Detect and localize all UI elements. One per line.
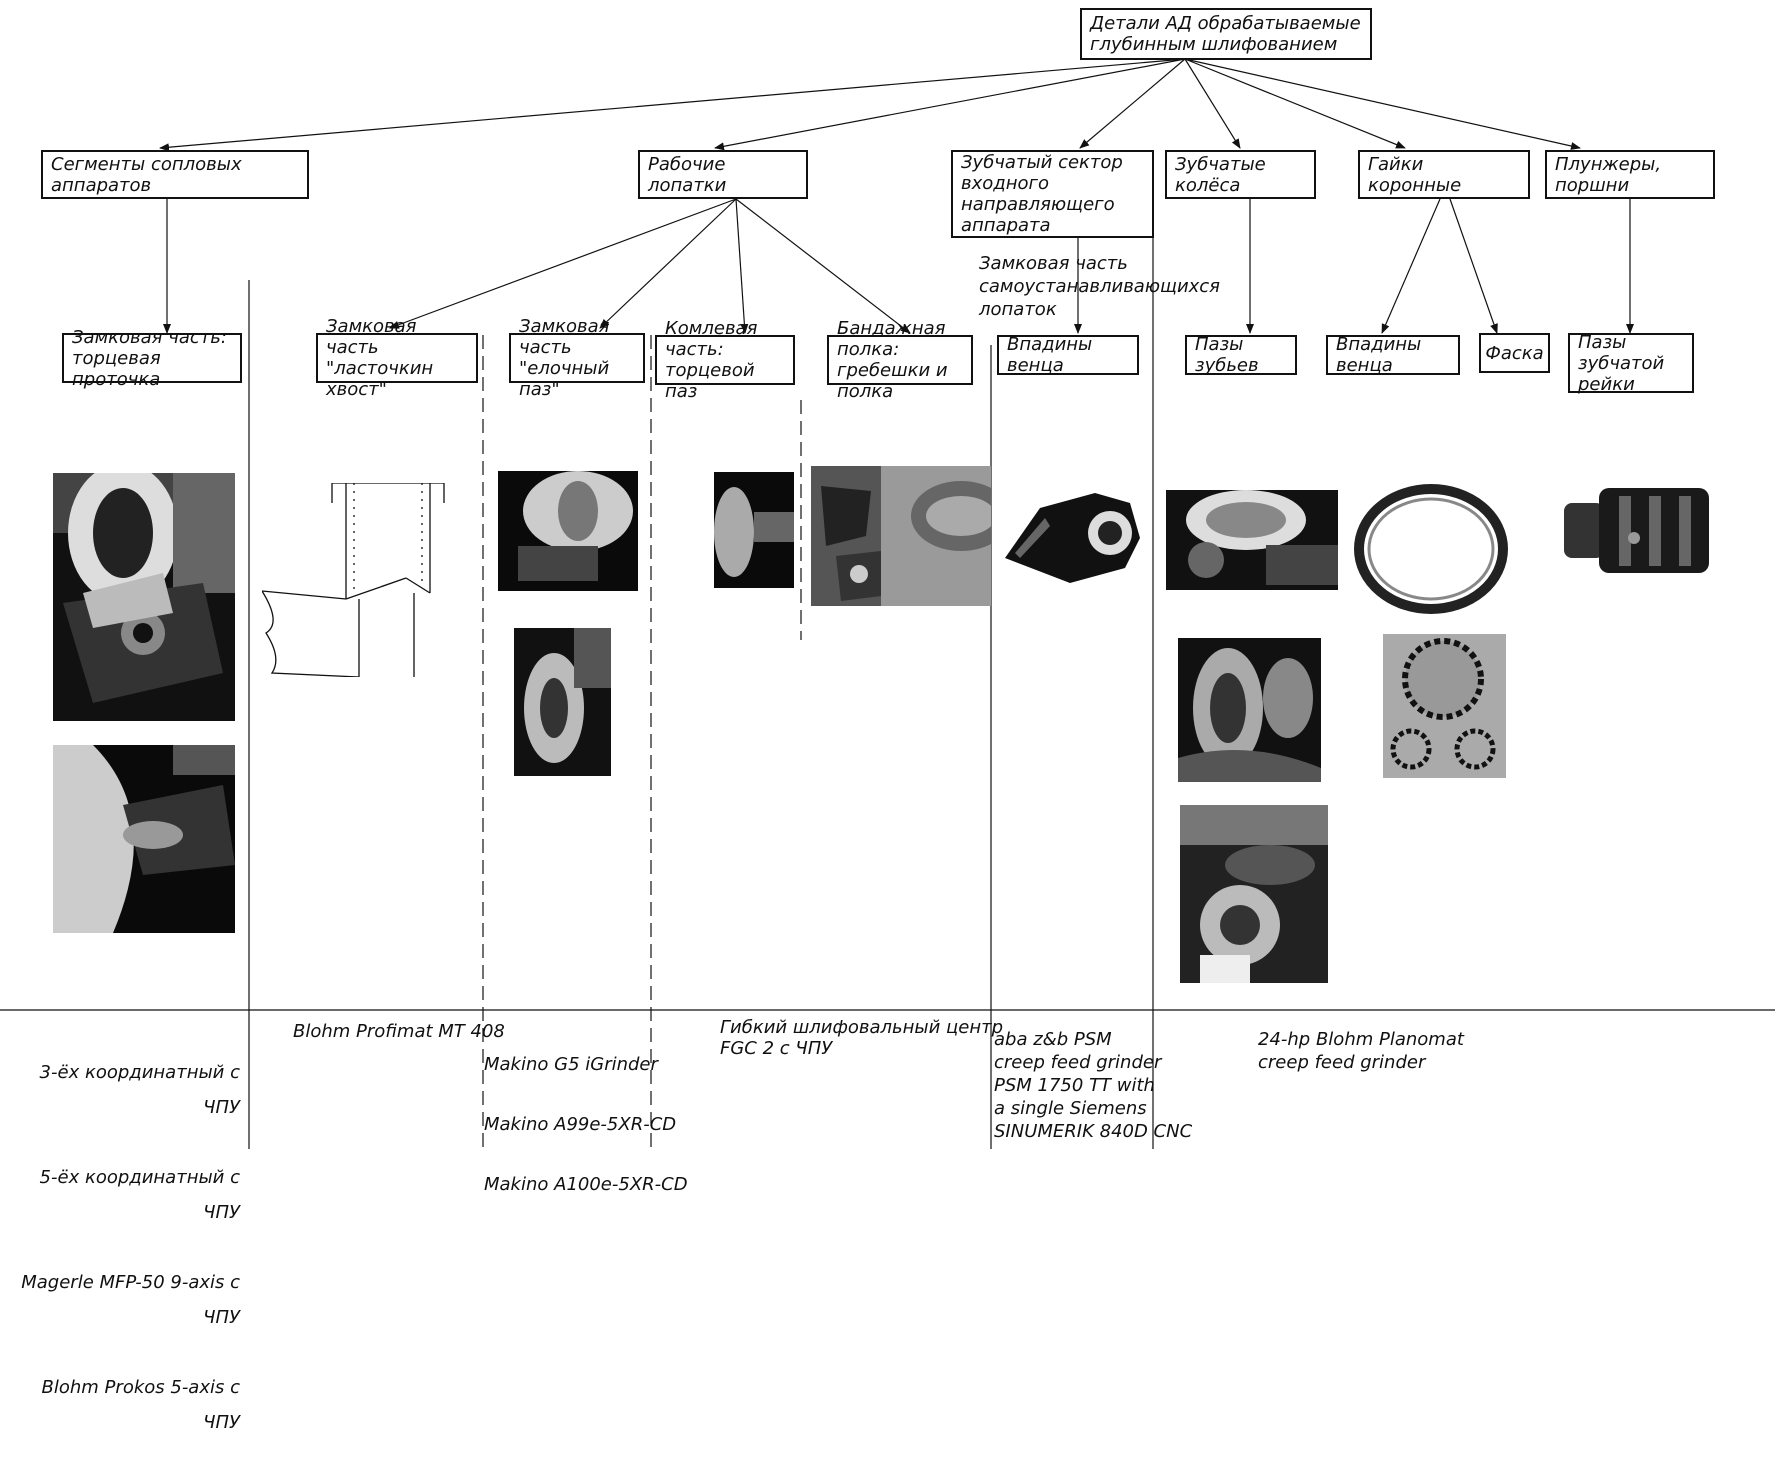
photo-gear-wheel-3 [1180,805,1328,983]
root-label: Детали АД обрабатываемые глубинным шлифо… [1090,13,1361,55]
note-self-aligning-blades: Замковая часть самоустанавливающихся лоп… [979,253,1221,320]
sub-chamfer: Фаска [1479,333,1550,373]
group-label: Зубчатый сектор входного направляющего а… [961,152,1123,236]
sub-tooth-slots: Пазы зубьев [1185,334,1297,376]
machine-fgc2: Гибкий шлифовальный центр FGC 2 с ЧПУ [720,1017,1004,1059]
machine-label: 5-ёх координатный с ЧПУ [39,1167,240,1223]
machines-col1: 3-ёх координатный с ЧПУ 5-ёх координатны… [12,1020,240,1475]
photo-nozzle-grinding-2 [53,745,235,933]
sub-label: Впадины венца [1336,334,1422,376]
sub-lock-fir-tree: Замковая часть "елочный паз" [509,316,645,400]
group-label: Рабочие лопатки [648,153,727,196]
sub-rack-slots: Пазы зубчатой рейки [1568,331,1694,395]
group-label: Плунжеры, поршни [1555,153,1662,196]
photo-gear-wheel-1 [1166,490,1338,590]
group-gear-wheels: Зубчатые колёса [1165,150,1316,199]
dovetail-drawing [261,482,458,678]
machine-aba-psm: aba z&b PSM creep feed grinder PSM 1750 … [994,1029,1193,1142]
sub-label: Комлевая часть: торцевой паз [665,318,758,402]
sub-label: Пазы зубчатой рейки [1578,331,1665,395]
sub-label: Пазы зубьев [1195,334,1259,376]
photo-fir-tree-2 [514,628,611,776]
group-plungers: Плунжеры, поршни [1545,150,1715,199]
machine-label: Makino A99e-5XR-CD [484,1114,677,1135]
photo-shroud-fins [811,466,991,606]
sub-rim-hollows-2: Впадины венца [1326,334,1460,376]
photo-root-slot [714,472,794,588]
photo-nozzle-grinding-1 [53,473,235,721]
machine-label: Magerle MFP-50 9-axis с ЧПУ [21,1272,240,1328]
machine-blohm-planomat: 24-hp Blohm Planomat creep feed grinder [1258,1029,1464,1073]
connector-lines [0,58,1775,1149]
machine-blohm-profimat: Blohm Profimat MT 408 [293,1021,505,1042]
sub-shroud-fins: Бандажная полка: гребешки и полка [827,318,973,402]
sub-label: Замковая часть "елочный паз" [519,316,610,400]
machine-label: 3-ёх координатный с ЧПУ [39,1062,240,1118]
group-label: Сегменты сопловых аппаратов [51,153,242,196]
sub-label: Бандажная полка: гребешки и полка [837,318,948,402]
machines-makino: Makino G5 iGrinder Makino A99e-5XR-CD Ma… [484,1020,688,1230]
sub-label: Впадины венца [1007,334,1093,376]
sub-lock-dovetail: Замковая часть "ласточкин хвост" [316,316,478,400]
photo-crown-nut-ring [1353,480,1509,618]
group-label: Зубчатые колёса [1175,153,1266,196]
group-gear-sector: Зубчатый сектор входного направляющего а… [951,150,1154,238]
group-working-blades: Рабочие лопатки [638,150,808,199]
sub-label: Замковая часть "ласточкин хвост" [326,316,434,400]
group-label: Гайки коронные [1368,153,1462,196]
photo-fir-tree-1 [498,471,638,591]
sub-rim-hollows-1: Впадины венца [997,334,1139,376]
photo-crown-nuts-set [1383,634,1506,778]
photo-plunger [1564,478,1714,588]
sub-label: Замковая часть: торцевая проточка [72,326,227,390]
root-box: Детали АД обрабатываемые глубинным шлифо… [1080,8,1372,60]
group-crown-nuts: Гайки коронные [1358,150,1530,199]
machine-label: Makino A100e-5XR-CD [484,1174,688,1195]
sub-label: Фаска [1485,342,1544,364]
photo-gear-sector [1000,488,1141,585]
machine-label: Blohm Prokos 5-axis с ЧПУ [41,1377,240,1433]
sub-root-face-slot: Комлевая часть: торцевой паз [655,318,795,402]
photo-gear-wheel-2 [1178,638,1321,782]
machine-label: Makino G5 iGrinder [484,1054,658,1075]
classification-diagram: Детали АД обрабатываемые глубинным шлифо… [0,8,1775,1433]
sub-lock-face-groove: Замковая часть: торцевая проточка [62,327,242,390]
group-nozzle-segments: Сегменты сопловых аппаратов [41,150,309,199]
